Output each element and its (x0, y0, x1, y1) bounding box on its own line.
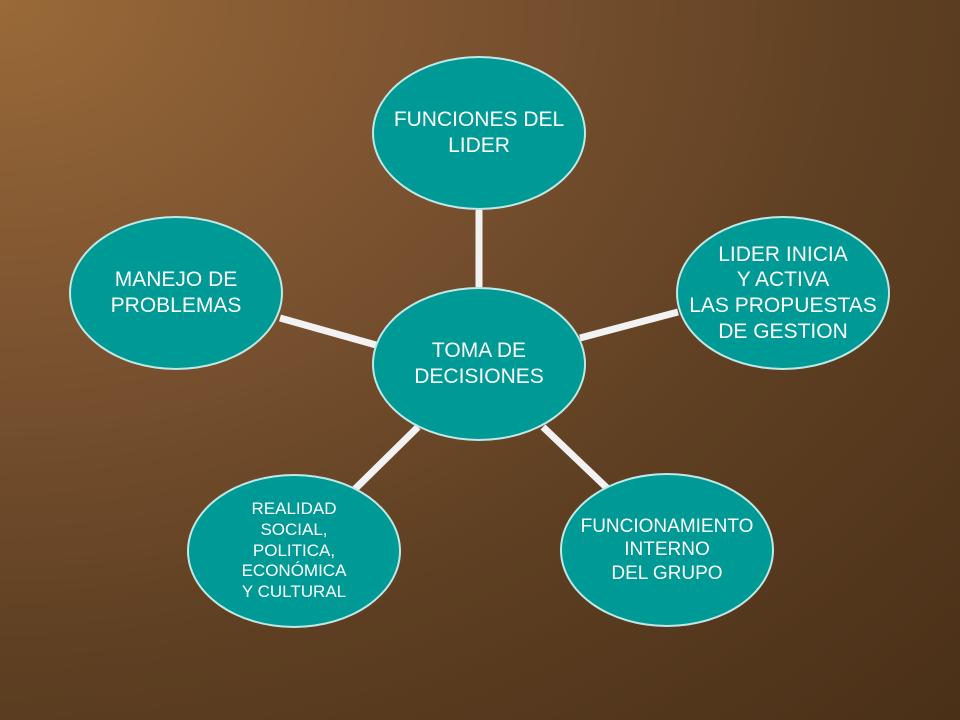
center-label: TOMA DE DECISIONES (414, 339, 544, 388)
node-manejo-de-problemas: MANEJO DE PROBLEMAS (69, 216, 283, 370)
node-label: FUNCIONAMIENTO INTERNO DEL GRUPO (580, 516, 754, 584)
node-label: LIDER INICIA Y ACTIVA LAS PROPUESTAS DE … (689, 242, 877, 343)
node-realidad-social: REALIDAD SOCIAL, POLITICA, ECONÓMICA Y C… (187, 474, 401, 628)
node-funcionamiento-interno: FUNCIONAMIENTO INTERNO DEL GRUPO (560, 473, 774, 627)
node-lider-inicia: LIDER INICIA Y ACTIVA LAS PROPUESTAS DE … (676, 216, 890, 370)
connector-bottom-right (540, 424, 610, 491)
node-label: FUNCIONES DEL LIDER (393, 108, 565, 157)
node-label: REALIDAD SOCIAL, POLITICA, ECONÓMICA Y C… (241, 499, 347, 602)
connector-bottom-left (350, 424, 421, 494)
connector-left (279, 314, 377, 349)
node-funciones-del-lider: FUNCIONES DEL LIDER (372, 56, 586, 210)
node-label: MANEJO DE PROBLEMAS (110, 268, 242, 317)
connector-right (579, 308, 679, 342)
node-toma-de-decisiones: TOMA DE DECISIONES (372, 287, 586, 441)
